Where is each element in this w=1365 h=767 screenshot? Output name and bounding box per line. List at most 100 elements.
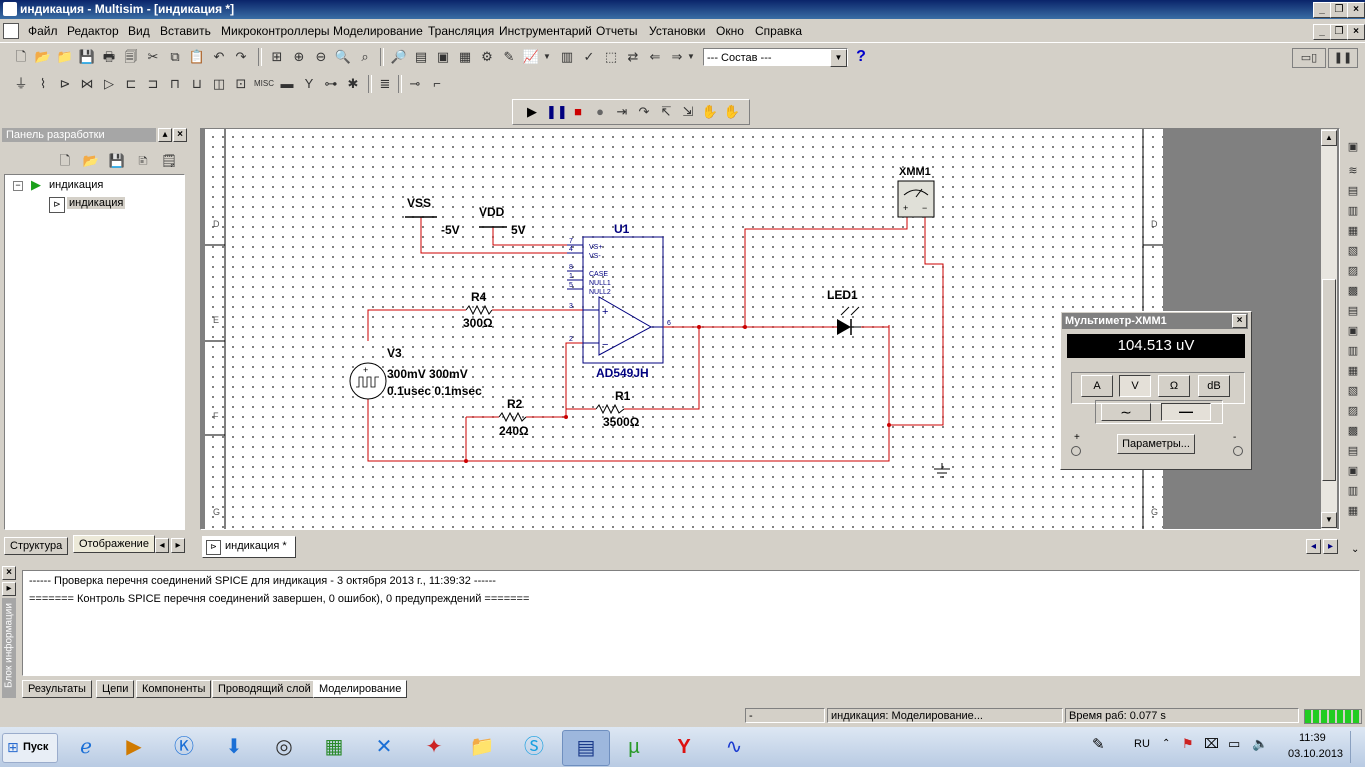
- design-toolbox-icon[interactable]: ▣: [436, 49, 450, 64]
- doc-close-button[interactable]: ×: [1347, 24, 1365, 40]
- plus-terminal-icon[interactable]: [1071, 446, 1081, 456]
- distortion-analyzer-icon[interactable]: ▦: [1347, 365, 1359, 377]
- settings-button[interactable]: Параметры...: [1117, 434, 1195, 454]
- misc-icon[interactable]: MISC: [254, 79, 274, 88]
- tab-copper-layers[interactable]: Проводящий слой: [212, 680, 317, 698]
- hand-icon[interactable]: ✋: [701, 104, 719, 119]
- new-sheet-icon[interactable]: 🗈: [138, 153, 148, 168]
- redo-icon[interactable]: ↷: [235, 49, 247, 64]
- chevron-down-icon[interactable]: ▼: [830, 49, 847, 67]
- remove-breakpoints-icon[interactable]: ✋: [723, 104, 741, 119]
- schematic-drawing[interactable]: VSS -5V VDD 5V U1 AD549JH VS+ VS- CASE N…: [201, 129, 1339, 529]
- board-icon[interactable]: ▦: [324, 736, 344, 758]
- run-to-cursor-icon[interactable]: ⇲: [682, 104, 694, 119]
- disc-icon[interactable]: ◎: [275, 736, 293, 758]
- open-folder-icon[interactable]: 📂: [82, 153, 100, 168]
- ac-mode-icon[interactable]: ∼: [1101, 403, 1151, 421]
- multimeter-window[interactable]: Мультиметр-XMM1 × 104.513 uV A V Ω dB ∼ …: [1060, 311, 1252, 470]
- grid-icon[interactable]: ▦: [458, 49, 472, 64]
- zoom-fit-icon[interactable]: ⌕: [361, 49, 369, 64]
- mode-volt-button[interactable]: V: [1119, 375, 1151, 397]
- find-icon[interactable]: 🔎: [390, 49, 408, 64]
- menu-insert[interactable]: Вставить: [160, 24, 211, 38]
- chevron-down-icon[interactable]: ⌄: [1351, 544, 1360, 555]
- tab-scroll-left-button[interactable]: ◂: [155, 538, 169, 553]
- schematic-sheet[interactable]: [205, 129, 1163, 529]
- stop-icon[interactable]: ■: [574, 104, 582, 119]
- multisim-taskbar-icon[interactable]: ▤: [562, 730, 610, 766]
- tab-scroll-left-button[interactable]: ◂: [1306, 539, 1321, 554]
- frequency-counter-icon[interactable]: ▨: [1347, 265, 1359, 277]
- chevron-down-icon[interactable]: ▼: [687, 52, 695, 61]
- ttl-icon[interactable]: ⊏: [125, 76, 137, 91]
- scroll-thumb[interactable]: [1322, 279, 1336, 481]
- clock-date[interactable]: 03.10.2013: [1288, 748, 1344, 760]
- vertical-scrollbar[interactable]: ▲ ▼: [1321, 129, 1337, 529]
- menu-edit[interactable]: Редактор: [67, 24, 119, 38]
- spectrum-analyzer-icon[interactable]: ▧: [1347, 385, 1359, 397]
- menu-options[interactable]: Установки: [649, 24, 706, 38]
- wattmeter-icon[interactable]: ▤: [1347, 185, 1359, 197]
- function-generator-icon[interactable]: ≋: [1348, 165, 1358, 177]
- agilent-multimeter-icon[interactable]: ▤: [1347, 445, 1359, 457]
- mode-db-button[interactable]: dB: [1198, 375, 1230, 397]
- tree-root-item[interactable]: индикация: [49, 179, 104, 191]
- four-channel-scope-icon[interactable]: ▦: [1347, 225, 1359, 237]
- download-icon[interactable]: ⬇: [225, 736, 243, 758]
- cut-icon[interactable]: ✂: [147, 49, 159, 64]
- back-annotate-icon[interactable]: ⇐: [649, 49, 661, 64]
- analog-icon[interactable]: ▷: [104, 76, 114, 91]
- notepad-icon[interactable]: ✎: [1092, 736, 1105, 753]
- electromechanical-icon[interactable]: ⊶: [324, 76, 338, 91]
- tree-child-item[interactable]: индикация: [67, 197, 126, 209]
- paste-icon[interactable]: 📋: [188, 49, 206, 64]
- tab-results[interactable]: Результаты: [22, 680, 92, 698]
- internet-explorer-icon[interactable]: ℯ: [80, 736, 92, 758]
- power-source-icon[interactable]: ⏚: [14, 76, 28, 91]
- doc-restore-button[interactable]: ❐: [1330, 24, 1348, 40]
- maximize-button[interactable]: ❐: [1330, 2, 1348, 18]
- menu-help[interactable]: Справка: [755, 24, 803, 38]
- menu-transfer[interactable]: Трансляция: [428, 24, 495, 38]
- transfer-icon[interactable]: ⇄: [627, 49, 639, 64]
- mode-ohm-button[interactable]: Ω: [1158, 375, 1190, 397]
- menu-view[interactable]: Вид: [128, 24, 150, 38]
- print-icon[interactable]: 🖶: [102, 49, 116, 64]
- mode-ampere-button[interactable]: A: [1081, 375, 1113, 397]
- output-text-area[interactable]: ------ Проверка перечня соединений SPICE…: [22, 570, 1360, 676]
- menu-simulate[interactable]: Моделирование: [333, 24, 423, 38]
- media-player-icon[interactable]: ▶: [126, 736, 142, 758]
- menu-window[interactable]: Окно: [716, 24, 744, 38]
- k-app-icon[interactable]: Ⓚ: [174, 736, 194, 758]
- schematic-area[interactable]: VSS -5V VDD 5V U1 AD549JH VS+ VS- CASE N…: [200, 128, 1340, 530]
- pause-view-icon[interactable]: ❚❚: [1328, 48, 1358, 68]
- view-toggle-icon[interactable]: ▭▯: [1292, 48, 1326, 68]
- panel-float-button[interactable]: ▴: [158, 128, 172, 142]
- basic-component-icon[interactable]: ⌇: [39, 76, 47, 91]
- zoom-out-icon[interactable]: ⊖: [315, 49, 327, 64]
- network-icon[interactable]: ⚑: [1182, 736, 1194, 751]
- network-analyzer-icon[interactable]: ▨: [1347, 405, 1359, 417]
- agilent-generator-icon[interactable]: ▩: [1347, 425, 1359, 437]
- chevron-up-icon[interactable]: ⌃: [1162, 738, 1171, 749]
- yandex-icon[interactable]: Y: [677, 736, 691, 758]
- wire-icon[interactable]: ⌐: [433, 76, 441, 91]
- pause-icon[interactable]: ❚❚: [546, 104, 568, 119]
- save-icon[interactable]: 💾: [108, 153, 126, 168]
- skype-icon[interactable]: Ⓢ: [524, 736, 544, 758]
- tab-structure[interactable]: Структура: [4, 537, 69, 555]
- forward-annotate-icon[interactable]: ⇒: [671, 49, 683, 64]
- zoom-in-icon[interactable]: ⊕: [293, 49, 305, 64]
- utorrent-icon[interactable]: µ: [628, 736, 640, 758]
- cmos-icon[interactable]: ⊐: [147, 76, 159, 91]
- chevron-down-icon[interactable]: ▼: [543, 52, 551, 61]
- pause-at-breakpoint-icon[interactable]: ●: [596, 104, 604, 119]
- agilent-scope-icon[interactable]: ▣: [1347, 465, 1359, 477]
- power-component-icon[interactable]: ⊡: [235, 76, 247, 91]
- word-generator-icon[interactable]: ▩: [1347, 285, 1359, 297]
- copy-icon[interactable]: ⧉: [170, 49, 180, 64]
- peripheral-icon[interactable]: ▬: [280, 76, 294, 91]
- tab-scroll-right-button[interactable]: ▸: [171, 538, 185, 553]
- spreadsheet-view-icon[interactable]: ▤: [414, 49, 428, 64]
- open-sample-icon[interactable]: 📁: [56, 49, 74, 64]
